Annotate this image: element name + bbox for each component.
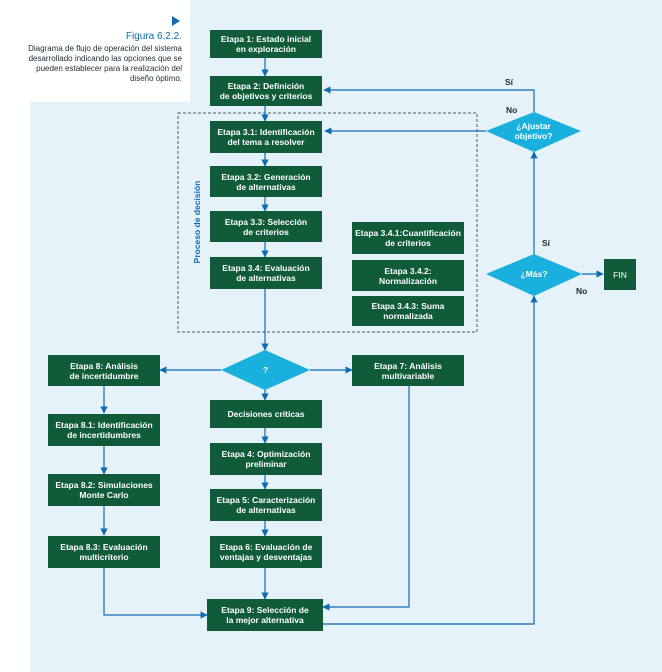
node-etapa-6: Etapa 6: Evaluación de ventajas y desven… [210, 536, 322, 568]
node-etapa-7: Etapa 7: Análisis multivariable [352, 355, 464, 386]
label-ajustar-si: Sí [505, 77, 514, 87]
mas-question: ¿Más? [520, 269, 548, 279]
node-etapa-8-3: Etapa 8.3: Evaluación multicriterio [48, 536, 160, 568]
node-etapa-3-4: Etapa 3.4: Evaluación de alternativas [210, 257, 322, 289]
node-etapa-9: Etapa 9: Selección de la mejor alternati… [207, 599, 323, 631]
caption-panel [30, 0, 190, 102]
node-fin: FIN [604, 259, 636, 290]
node-etapa-8-2: Etapa 8.2: Simulaciones Monte Carlo [48, 474, 160, 506]
decision-process-label: Proceso de decisión [192, 180, 202, 264]
node-etapa-1: Etapa 1: Estado inicial en exploración [210, 30, 322, 58]
label-ajustar-no: No [506, 105, 518, 115]
node-etapa-4: Etapa 4: Optimización preliminar [210, 443, 322, 475]
edge-7-9 [322, 386, 410, 611]
figure-title: Figura 6.2.2. [125, 31, 182, 42]
figure-marker-icon [172, 16, 180, 26]
node-decisiones-criticas: Decisiones críticas [210, 400, 322, 428]
node-etapa-8-1: Etapa 8.1: Identificación de incertidumb… [48, 414, 160, 446]
node-etapa-3-4-3: Etapa 3.4.3: Suma normalizada [352, 296, 464, 326]
figure-description: Diagrama de flujo de operación del siste… [28, 44, 182, 83]
label-mas-no: No [576, 286, 588, 296]
ajustar-question: ¿Ajustar objetivo? [514, 121, 553, 141]
node-etapa-3-3: Etapa 3.3: Selección de criterios [210, 211, 322, 242]
node-etapa-2: Etapa 2: Definición de objetivos y crite… [210, 76, 322, 106]
edge-9-mas [323, 295, 538, 625]
ajustar-diamond [486, 112, 581, 152]
node-etapa-3-4-1: Etapa 3.4.1:Cuantificación de criterios [352, 222, 464, 254]
edge-83-9 [103, 568, 208, 619]
node-etapa-3-1: Etapa 3.1: Identificación del tema a res… [210, 121, 322, 153]
label-mas-si: Sí [542, 238, 551, 248]
decision-diamond [221, 350, 310, 390]
node-etapa-5: Etapa 5: Caracterización de alternativas [210, 489, 322, 521]
node-etapa-3-2: Etapa 3.2: Generación de alternativas [210, 166, 322, 197]
decision-question: ? [262, 365, 269, 375]
node-etapa-3-4-2: Etapa 3.4.2: Normalización [352, 260, 464, 291]
decision-process-group [177, 112, 478, 333]
node-etapa-8: Etapa 8: Análisis de incertidumbre [48, 355, 160, 386]
edge-ajustar-2 [323, 86, 535, 112]
mas-diamond [486, 254, 582, 296]
